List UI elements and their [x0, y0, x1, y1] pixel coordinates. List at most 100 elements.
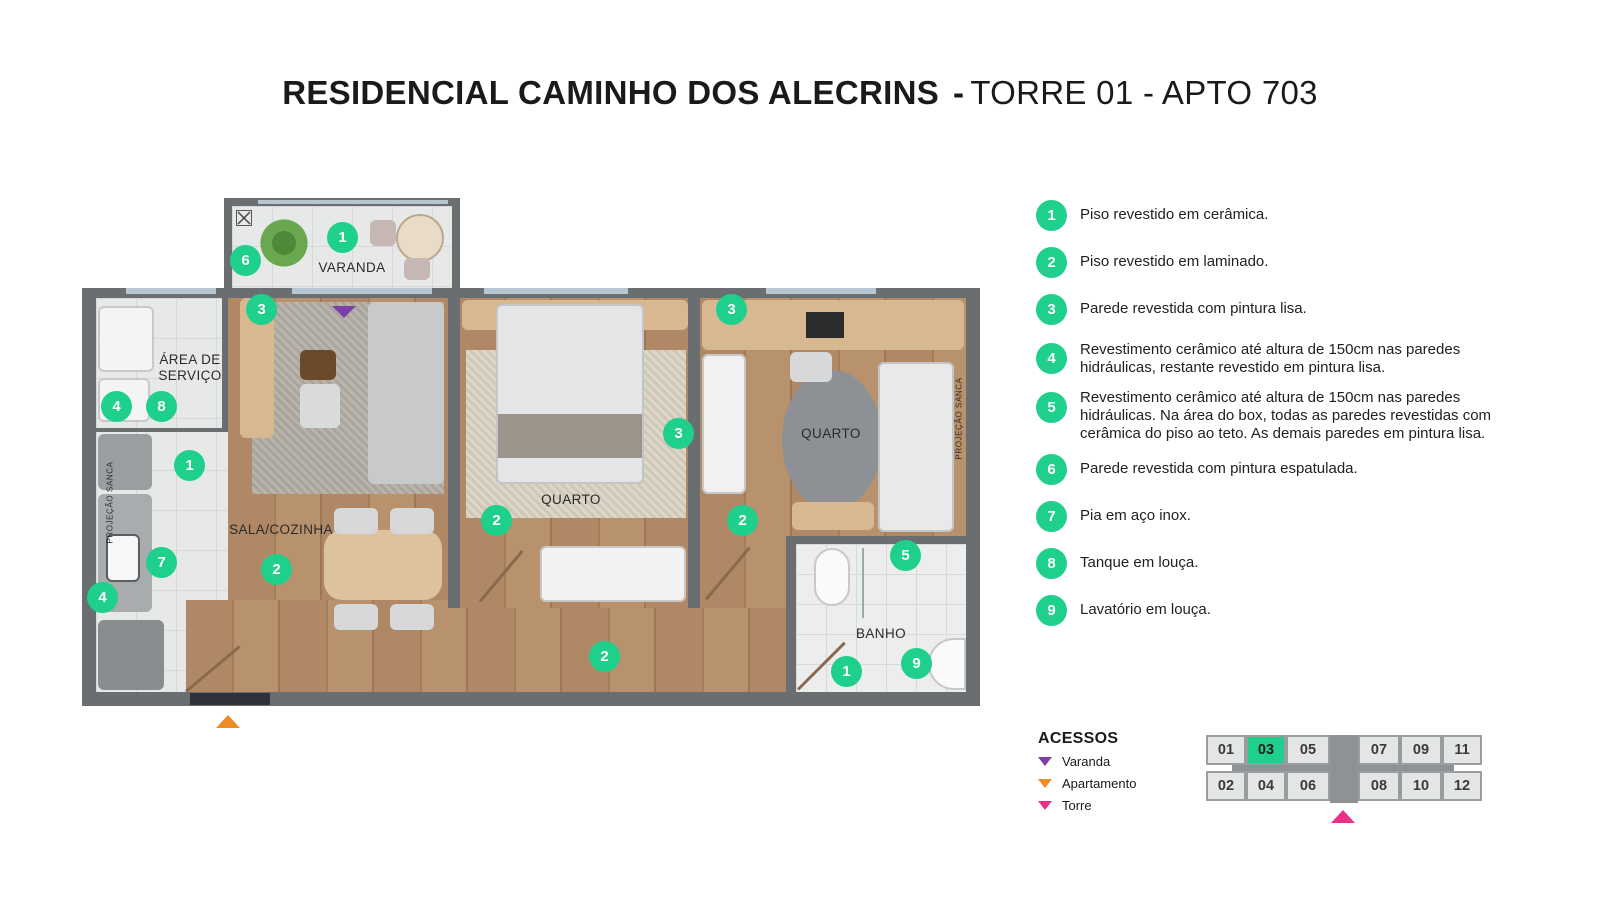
round-rug: [782, 370, 882, 510]
wall: [96, 428, 228, 432]
badge-plan: 4: [101, 391, 132, 422]
legend-item: 2 Piso revestido em laminado.: [1036, 247, 1556, 294]
badge-plan: 9: [901, 648, 932, 679]
badge-plan: 2: [261, 554, 292, 585]
legend-item: 6 Parede revestida com pintura espatulad…: [1036, 454, 1556, 501]
access-label: Torre: [1062, 798, 1092, 813]
desk-chair: [790, 352, 832, 382]
wall: [786, 536, 966, 544]
room-label-area-servico: ÁREA DE SERVIÇO: [158, 352, 222, 383]
badge-plan: 1: [831, 656, 862, 687]
window: [484, 288, 628, 294]
sofa: [368, 302, 444, 484]
legend-text: Parede revestida com pintura espatulada.: [1080, 460, 1358, 477]
access-item: Varanda: [1038, 753, 1136, 770]
dining-table: [324, 530, 442, 600]
legend-text: Pia em aço inox.: [1080, 507, 1191, 524]
tower-key-plan: 01 03 05 07 09 11 02 04 06 08 10 12: [1206, 735, 1482, 803]
page-title: RESIDENCIAL CAMINHO DOS ALECRINS-TORRE 0…: [0, 74, 1600, 112]
legend-item: 3 Parede revestida com pintura lisa.: [1036, 294, 1556, 341]
balcony-chair: [370, 220, 396, 246]
unit-cell: 11: [1442, 735, 1482, 765]
toilet: [814, 548, 850, 606]
triangle-down-icon: [1038, 757, 1052, 766]
badge-plan: 2: [727, 505, 758, 536]
laptop: [806, 312, 844, 338]
bed-runner: [498, 414, 642, 458]
projection-label: PROJEÇÃO SANCA: [105, 461, 115, 544]
apartment-access-marker: [216, 715, 240, 728]
finishes-legend: 1 Piso revestido em cerâmica. 2 Piso rev…: [1036, 200, 1556, 642]
triangle-down-icon: [1038, 801, 1052, 810]
legend-badge: 1: [1036, 200, 1067, 231]
window: [292, 288, 432, 294]
wall: [966, 288, 980, 706]
badge-plan: 2: [481, 505, 512, 536]
unit-cell: 04: [1246, 771, 1286, 801]
badge-plan: 3: [663, 418, 694, 449]
single-bed: [878, 362, 954, 532]
badge-plan: 5: [890, 540, 921, 571]
room-label-banho: BANHO: [855, 626, 906, 641]
legend-item: 1 Piso revestido em cerâmica.: [1036, 200, 1556, 247]
badge-plan: 1: [327, 222, 358, 253]
wall: [82, 288, 96, 706]
wall: [688, 298, 700, 608]
balcony-table: [396, 214, 444, 262]
dining-chair: [334, 508, 378, 534]
dining-chair: [334, 604, 378, 630]
unit-cell: 06: [1286, 771, 1330, 801]
legend-text: Revestimento cerâmico até altura de 150c…: [1080, 341, 1461, 376]
legend-item: 9 Lavatório em louça.: [1036, 595, 1556, 642]
nightstand: [792, 502, 874, 530]
window: [258, 200, 448, 204]
wall: [452, 198, 460, 290]
legend-text: Tanque em louça.: [1080, 554, 1199, 571]
badge-plan: 6: [230, 245, 261, 276]
legend-badge: 2: [1036, 247, 1067, 278]
triangle-down-icon: [1038, 779, 1052, 788]
side-table: [300, 350, 336, 380]
unit-cell: 05: [1286, 735, 1330, 765]
title-separator: -: [953, 74, 965, 111]
legend-badge: 7: [1036, 501, 1067, 532]
access-legend-title: ACESSOS: [1038, 730, 1119, 747]
unit-cell: 09: [1400, 735, 1442, 765]
shower-box-glass: [862, 548, 864, 618]
legend-item: 4 Revestimento cerâmico até altura de 15…: [1036, 341, 1556, 389]
access-item: Torre: [1038, 797, 1136, 814]
dining-chair: [390, 508, 434, 534]
wall: [448, 298, 460, 608]
pouf: [300, 384, 340, 428]
legend-item: 8 Tanque em louça.: [1036, 548, 1556, 595]
legend-text: Piso revestido em laminado.: [1080, 253, 1269, 270]
legend-badge: 5: [1036, 392, 1067, 423]
unit-cell: 12: [1442, 771, 1482, 801]
unit-cell: 07: [1358, 735, 1400, 765]
hall-floor: [186, 600, 786, 692]
access-legend: ACESSOS Varanda Apartamento Torre: [1038, 730, 1136, 814]
window: [126, 288, 216, 294]
access-label: Varanda: [1062, 754, 1111, 769]
badge-plan: 7: [146, 547, 177, 578]
legend-badge: 8: [1036, 548, 1067, 579]
wardrobe: [540, 546, 686, 602]
legend-badge: 6: [1036, 454, 1067, 485]
access-item: Apartamento: [1038, 775, 1136, 792]
wardrobe: [702, 354, 746, 494]
legend-text: Parede revestida com pintura lisa.: [1080, 300, 1307, 317]
room-label-varanda: VARANDA: [318, 260, 386, 275]
legend-text: Piso revestido em cerâmica.: [1080, 206, 1269, 223]
unit-cell: 02: [1206, 771, 1246, 801]
legend-item: 5 Revestimento cerâmico até altura de 15…: [1036, 389, 1556, 454]
room-label-quarto-2: QUARTO: [801, 426, 861, 441]
drain-icon: [236, 210, 252, 226]
badge-plan: 4: [87, 582, 118, 613]
room-label-quarto-1: QUARTO: [541, 492, 601, 507]
bedroom2-floor-lower: [698, 536, 790, 608]
tower-access-marker: [1331, 810, 1355, 823]
tower-corridor: [1232, 765, 1454, 773]
badge-plan: 1: [174, 450, 205, 481]
floor-plan: VARANDA ÁREA DE SERVIÇO SALA/COZINHA QUA…: [82, 198, 980, 728]
badge-plan: 3: [246, 294, 277, 325]
